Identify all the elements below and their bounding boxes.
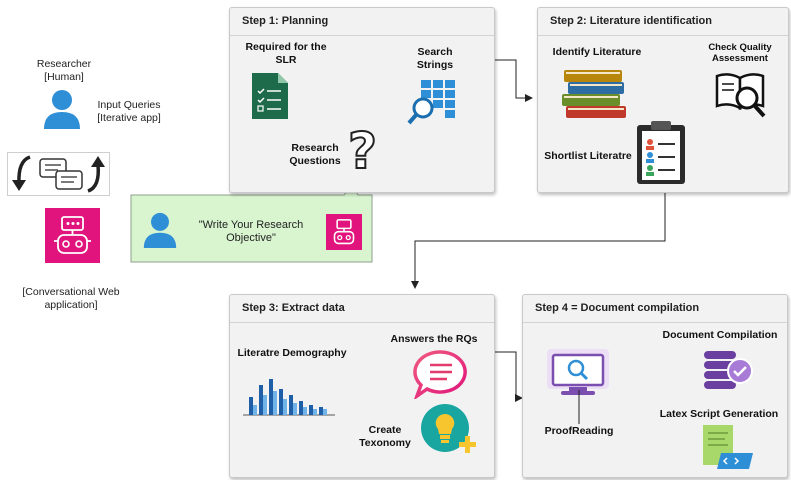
script-file-icon xyxy=(701,423,757,471)
required-label-line2: SLR xyxy=(275,54,297,66)
lightbulb-plus-icon xyxy=(419,402,477,460)
document-checklist-icon xyxy=(250,71,290,121)
answers-label: Answers the RQs xyxy=(390,333,478,345)
step3-title: Step 3: Extract data xyxy=(230,295,494,323)
arrow-step2-to-step3 xyxy=(411,192,666,289)
app-label-line1: [Conversational Web xyxy=(22,286,120,298)
quality-label-line2: Assessment xyxy=(712,53,768,64)
chat-exchange-box xyxy=(7,152,110,196)
monitor-search-icon xyxy=(547,349,609,399)
input-queries-label: Input Queries xyxy=(97,99,161,111)
bar-chart-icon xyxy=(241,369,337,417)
quality-label-line1: Check Quality xyxy=(708,42,772,53)
books-icon xyxy=(558,66,630,122)
person-icon xyxy=(142,211,178,249)
search-label-line1: Search xyxy=(417,46,453,58)
app-label-line2: application] xyxy=(44,299,98,311)
shortlist-label: Shortlist Literatre xyxy=(544,150,632,162)
book-search-icon xyxy=(713,66,769,122)
prompt-callout xyxy=(130,183,373,263)
compilation-label: Document Compilation xyxy=(662,329,778,341)
search-label-line2: Strings xyxy=(416,59,454,71)
prompt-text-line2: Objective" xyxy=(226,232,276,244)
proofreading-label: ProofReading xyxy=(544,425,614,437)
clipboard-checklist-icon xyxy=(635,120,687,186)
create-label-line2: Texonomy xyxy=(359,437,411,449)
robot-icon xyxy=(45,208,100,263)
arrow-step3-to-step4 xyxy=(494,351,523,402)
input-mode-label: [Iterative app] xyxy=(97,112,161,124)
identify-label: Identify Literature xyxy=(552,46,642,58)
proofreading-stem xyxy=(578,390,580,424)
researcher-name: Researcher xyxy=(36,58,92,70)
speech-bubble-icon xyxy=(413,349,469,399)
create-label-line1: Create xyxy=(368,424,402,436)
step1-title: Step 1: Planning xyxy=(230,8,494,36)
robot-icon xyxy=(326,214,362,250)
researcher-role: [Human] xyxy=(44,71,84,83)
step2-title: Step 2: Literature identification xyxy=(538,8,788,36)
step4-title: Step 4 = Document compilation xyxy=(523,295,787,323)
latex-label: Latex Script Generation xyxy=(659,408,779,420)
curved-arrow-down-icon xyxy=(12,155,31,191)
rq-label-line2: Questions xyxy=(289,155,341,167)
demography-label: Literatre Demography xyxy=(237,347,347,359)
rq-label-line1: Research xyxy=(291,142,339,154)
prompt-text-line1: "Write Your Research xyxy=(198,219,304,231)
required-label-line1: Required for the xyxy=(245,41,327,53)
person-icon xyxy=(42,88,82,130)
arrow-step1-to-step2 xyxy=(494,59,533,102)
question-mark-icon: ? xyxy=(347,122,378,180)
database-check-icon xyxy=(700,347,756,391)
search-grid-icon xyxy=(407,78,457,126)
chat-bubbles-icon xyxy=(39,158,83,190)
curved-arrow-up-icon xyxy=(87,156,105,193)
